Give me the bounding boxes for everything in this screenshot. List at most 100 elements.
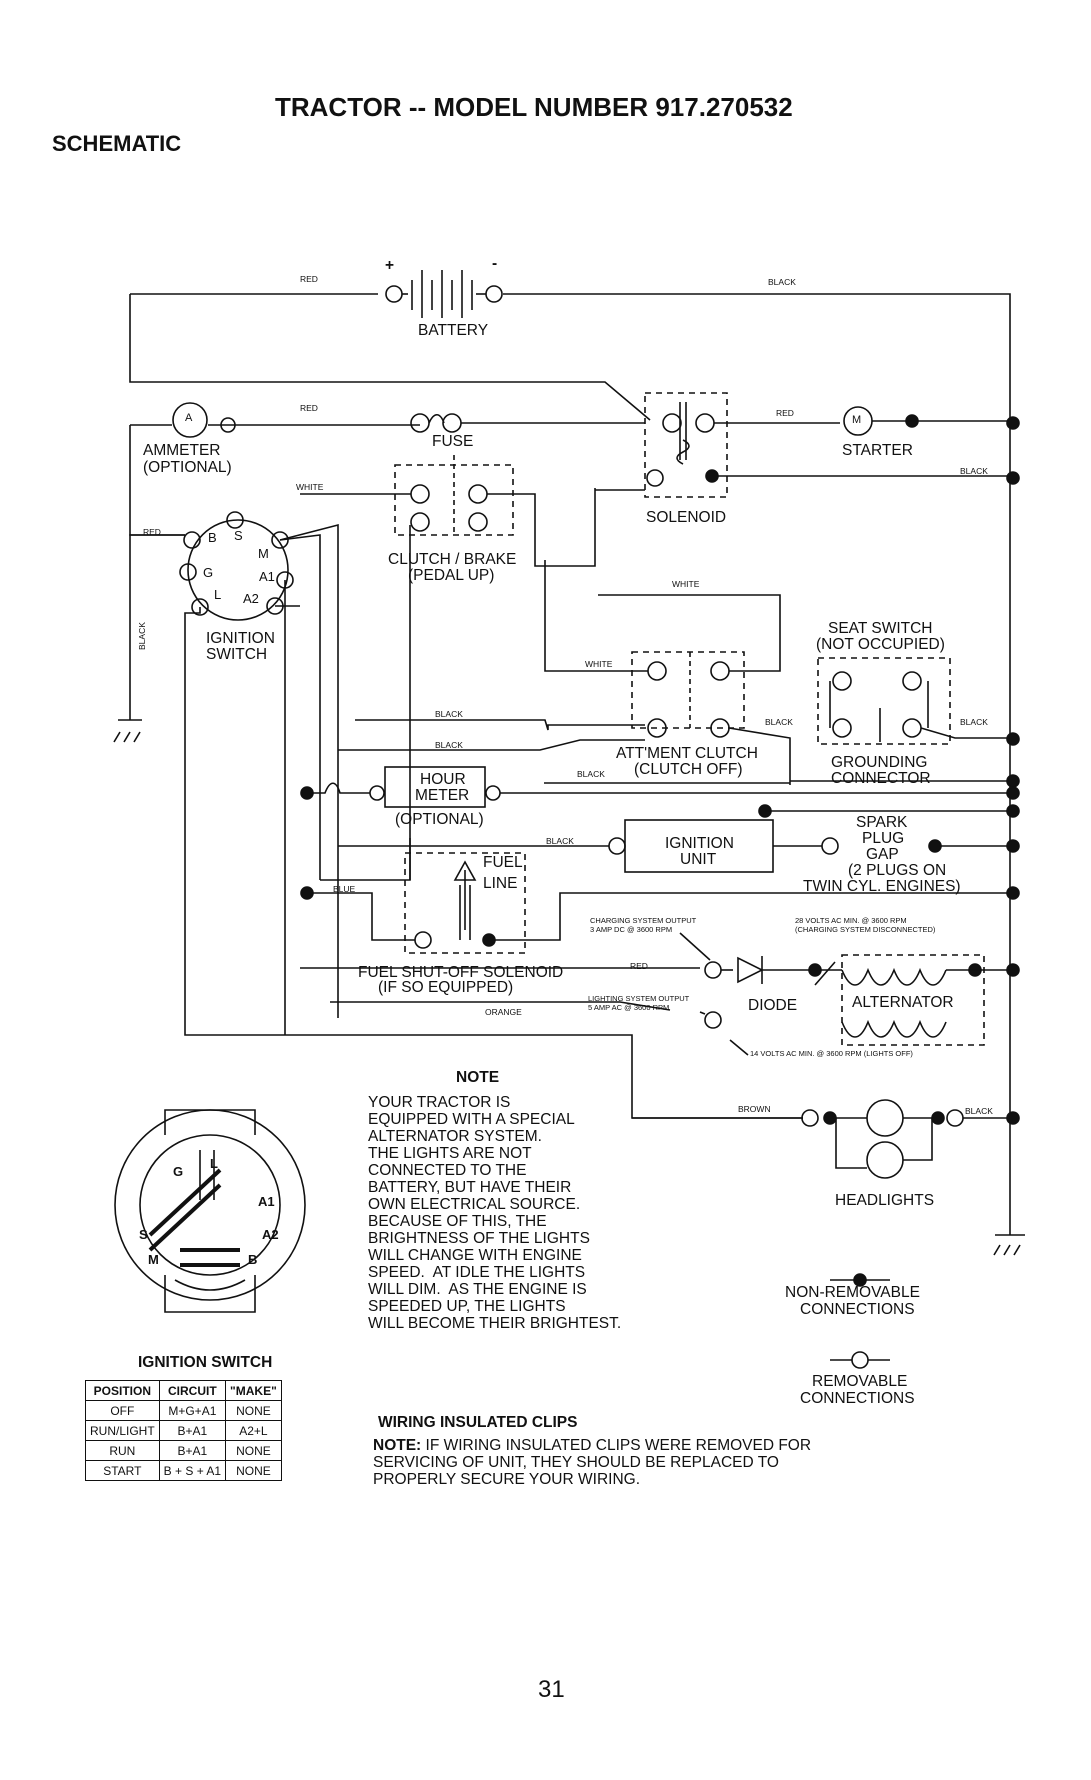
- starter-symbol: M: [852, 414, 862, 426]
- attment-clutch-sub-label: (CLUTCH OFF): [634, 761, 743, 778]
- section-title: SCHEMATIC: [52, 131, 182, 156]
- switch-terminal-g: G: [203, 565, 214, 580]
- table-header-cell: CIRCUIT: [158, 1380, 227, 1401]
- diode-label: DIODE: [748, 997, 798, 1014]
- ignition-switch-detail: [114, 1109, 306, 1313]
- grounding-label-2: CONNECTOR: [831, 770, 931, 787]
- switch-terminal-s: S: [234, 528, 243, 543]
- wire-label-red-switch: RED: [143, 527, 161, 537]
- volts-28-label-2: (CHARGING SYSTEM DISCONNECTED): [795, 925, 936, 934]
- ammeter-circle: [172, 402, 208, 438]
- wire-label-black-3: BLACK: [577, 769, 605, 779]
- removable-label-2: CONNECTIONS: [800, 1390, 915, 1407]
- clutch-brake-label: CLUTCH / BRAKE: [388, 551, 517, 568]
- switch-terminal-b: B: [208, 530, 217, 545]
- ignition-switch-table: POSITION CIRCUIT "MAKE" OFF M+G+A1 NONE …: [85, 1380, 282, 1481]
- lighting-output-label-2: 5 AMP AC @ 3600 RPM: [588, 1003, 670, 1012]
- wire-label-black-battery: BLACK: [768, 277, 796, 287]
- wire-label-black-4: BLACK: [765, 717, 793, 727]
- wire-label-blue: BLUE: [333, 884, 356, 894]
- hour-meter-label-2: METER: [415, 787, 470, 804]
- seat-switch-sub-label: (NOT OCCUPIED): [816, 636, 945, 653]
- note-line: ALTERNATOR SYSTEM.: [368, 1128, 542, 1145]
- ammeter-symbol: A: [185, 412, 193, 424]
- battery-symbol: [385, 270, 503, 318]
- clips-note-text: IF WIRING INSULATED CLIPS WERE REMOVED F…: [425, 1437, 812, 1454]
- table-cell: NONE: [225, 1440, 282, 1461]
- note-line: OWN ELECTRICAL SOURCE.: [368, 1196, 581, 1213]
- table-cell: M+G+A1: [158, 1400, 227, 1421]
- switch-terminal-l: L: [214, 587, 222, 602]
- clips-note-line-1: NOTE: IF WIRING INSULATED CLIPS WERE REM…: [373, 1438, 811, 1454]
- ignition-unit-label: IGNITION: [665, 835, 734, 852]
- wire-label-black-1: BLACK: [435, 709, 463, 719]
- alternator-label: ALTERNATOR: [852, 994, 954, 1011]
- note-line: CONNECTED TO THE: [368, 1162, 527, 1179]
- clutch-brake-sub-label: (PEDAL UP): [408, 567, 495, 584]
- wire-label-orange: ORANGE: [485, 1007, 522, 1017]
- wire-label-red-starter: RED: [776, 408, 794, 418]
- note-line: WILL BECOME THEIR BRIGHTEST.: [368, 1315, 622, 1332]
- non-removable-label-2: CONNECTIONS: [800, 1301, 915, 1318]
- table-cell: RUN/LIGHT: [85, 1420, 160, 1441]
- wire-label-black-starter: BLACK: [960, 466, 988, 476]
- battery-label: BATTERY: [418, 322, 489, 339]
- headlights-label: HEADLIGHTS: [835, 1192, 935, 1209]
- table-row: OFF M+G+A1 NONE: [85, 1400, 282, 1421]
- fuel-line-label-2: LINE: [483, 875, 518, 892]
- ammeter-optional-label: (OPTIONAL): [143, 459, 232, 476]
- spark-plug-label-4: (2 PLUGS ON: [848, 862, 947, 879]
- page-title: TRACTOR -- MODEL NUMBER 917.270532: [275, 92, 793, 122]
- switch-terminal-a1: A1: [259, 569, 275, 584]
- table-cell: A2+L: [225, 1420, 282, 1441]
- wire-label-black-vertical: BLACK: [137, 622, 147, 650]
- clips-heading: WIRING INSULATED CLIPS: [378, 1414, 578, 1431]
- table-header-row: POSITION CIRCUIT "MAKE": [85, 1380, 282, 1401]
- detail-terminal-a2: A2: [262, 1227, 279, 1242]
- volts-14-label: 14 VOLTS AC MIN. @ 3600 RPM (LIGHTS OFF): [750, 1049, 913, 1058]
- note-line: EQUIPPED WITH A SPECIAL: [368, 1111, 575, 1128]
- charging-output-label-2: 3 AMP DC @ 3600 RPM: [590, 925, 673, 934]
- detail-terminal-a1: A1: [258, 1194, 275, 1209]
- clips-note-line-2: SERVICING OF UNIT, THEY SHOULD BE REPLAC…: [373, 1454, 779, 1471]
- note-line: THE LIGHTS ARE NOT: [368, 1145, 532, 1162]
- note-line: SPEED. AT IDLE THE LIGHTS: [368, 1264, 586, 1281]
- detail-terminal-b: B: [248, 1252, 258, 1267]
- fuel-solenoid-sub-label: (IF SO EQUIPPED): [378, 979, 514, 996]
- seat-switch-label: SEAT SWITCH: [828, 620, 933, 637]
- table-cell: B+A1: [158, 1440, 227, 1461]
- wire-label-red-battery: RED: [300, 274, 318, 284]
- detail-terminal-g: G: [173, 1164, 184, 1179]
- clips-note-line-3: PROPERLY SECURE YOUR WIRING.: [373, 1471, 640, 1488]
- table-cell: NONE: [225, 1460, 282, 1481]
- ignition-table-caption: IGNITION SWITCH: [138, 1354, 273, 1371]
- note-line: BRIGHTNESS OF THE LIGHTS: [368, 1230, 590, 1247]
- note-line: SPEEDED UP, THE LIGHTS: [368, 1298, 566, 1315]
- detail-terminal-m: M: [148, 1252, 159, 1267]
- note-line: BECAUSE OF THIS, THE: [368, 1213, 547, 1230]
- detail-terminal-s: S: [139, 1227, 148, 1242]
- note-line: BATTERY, BUT HAVE THEIR: [368, 1179, 572, 1196]
- non-removable-label: NON-REMOVABLE: [785, 1284, 920, 1301]
- grounding-label: GROUNDING: [831, 754, 928, 771]
- table-cell: B+A1: [158, 1420, 227, 1441]
- ignition-unit-label-2: UNIT: [680, 851, 717, 868]
- table-cell: START: [85, 1460, 160, 1481]
- battery-plus-label: +: [385, 257, 395, 274]
- table-cell: B + S + A1: [158, 1460, 227, 1481]
- spark-plug-label: SPARK: [856, 814, 908, 831]
- ignition-switch-label-2: SWITCH: [206, 646, 268, 663]
- ignition-switch-body: [187, 519, 289, 621]
- wire-label-black-5: BLACK: [960, 717, 988, 727]
- ignition-switch-label: IGNITION: [206, 630, 275, 647]
- wire-label-white-1: WHITE: [296, 482, 324, 492]
- wire-label-black-6: BLACK: [546, 836, 574, 846]
- wire-label-white-3: WHITE: [585, 659, 613, 669]
- starter-label: STARTER: [842, 442, 913, 459]
- table-cell: OFF: [85, 1400, 160, 1421]
- note-line: WILL DIM. AS THE ENGINE IS: [368, 1281, 587, 1298]
- hour-meter-label: HOUR: [420, 771, 466, 788]
